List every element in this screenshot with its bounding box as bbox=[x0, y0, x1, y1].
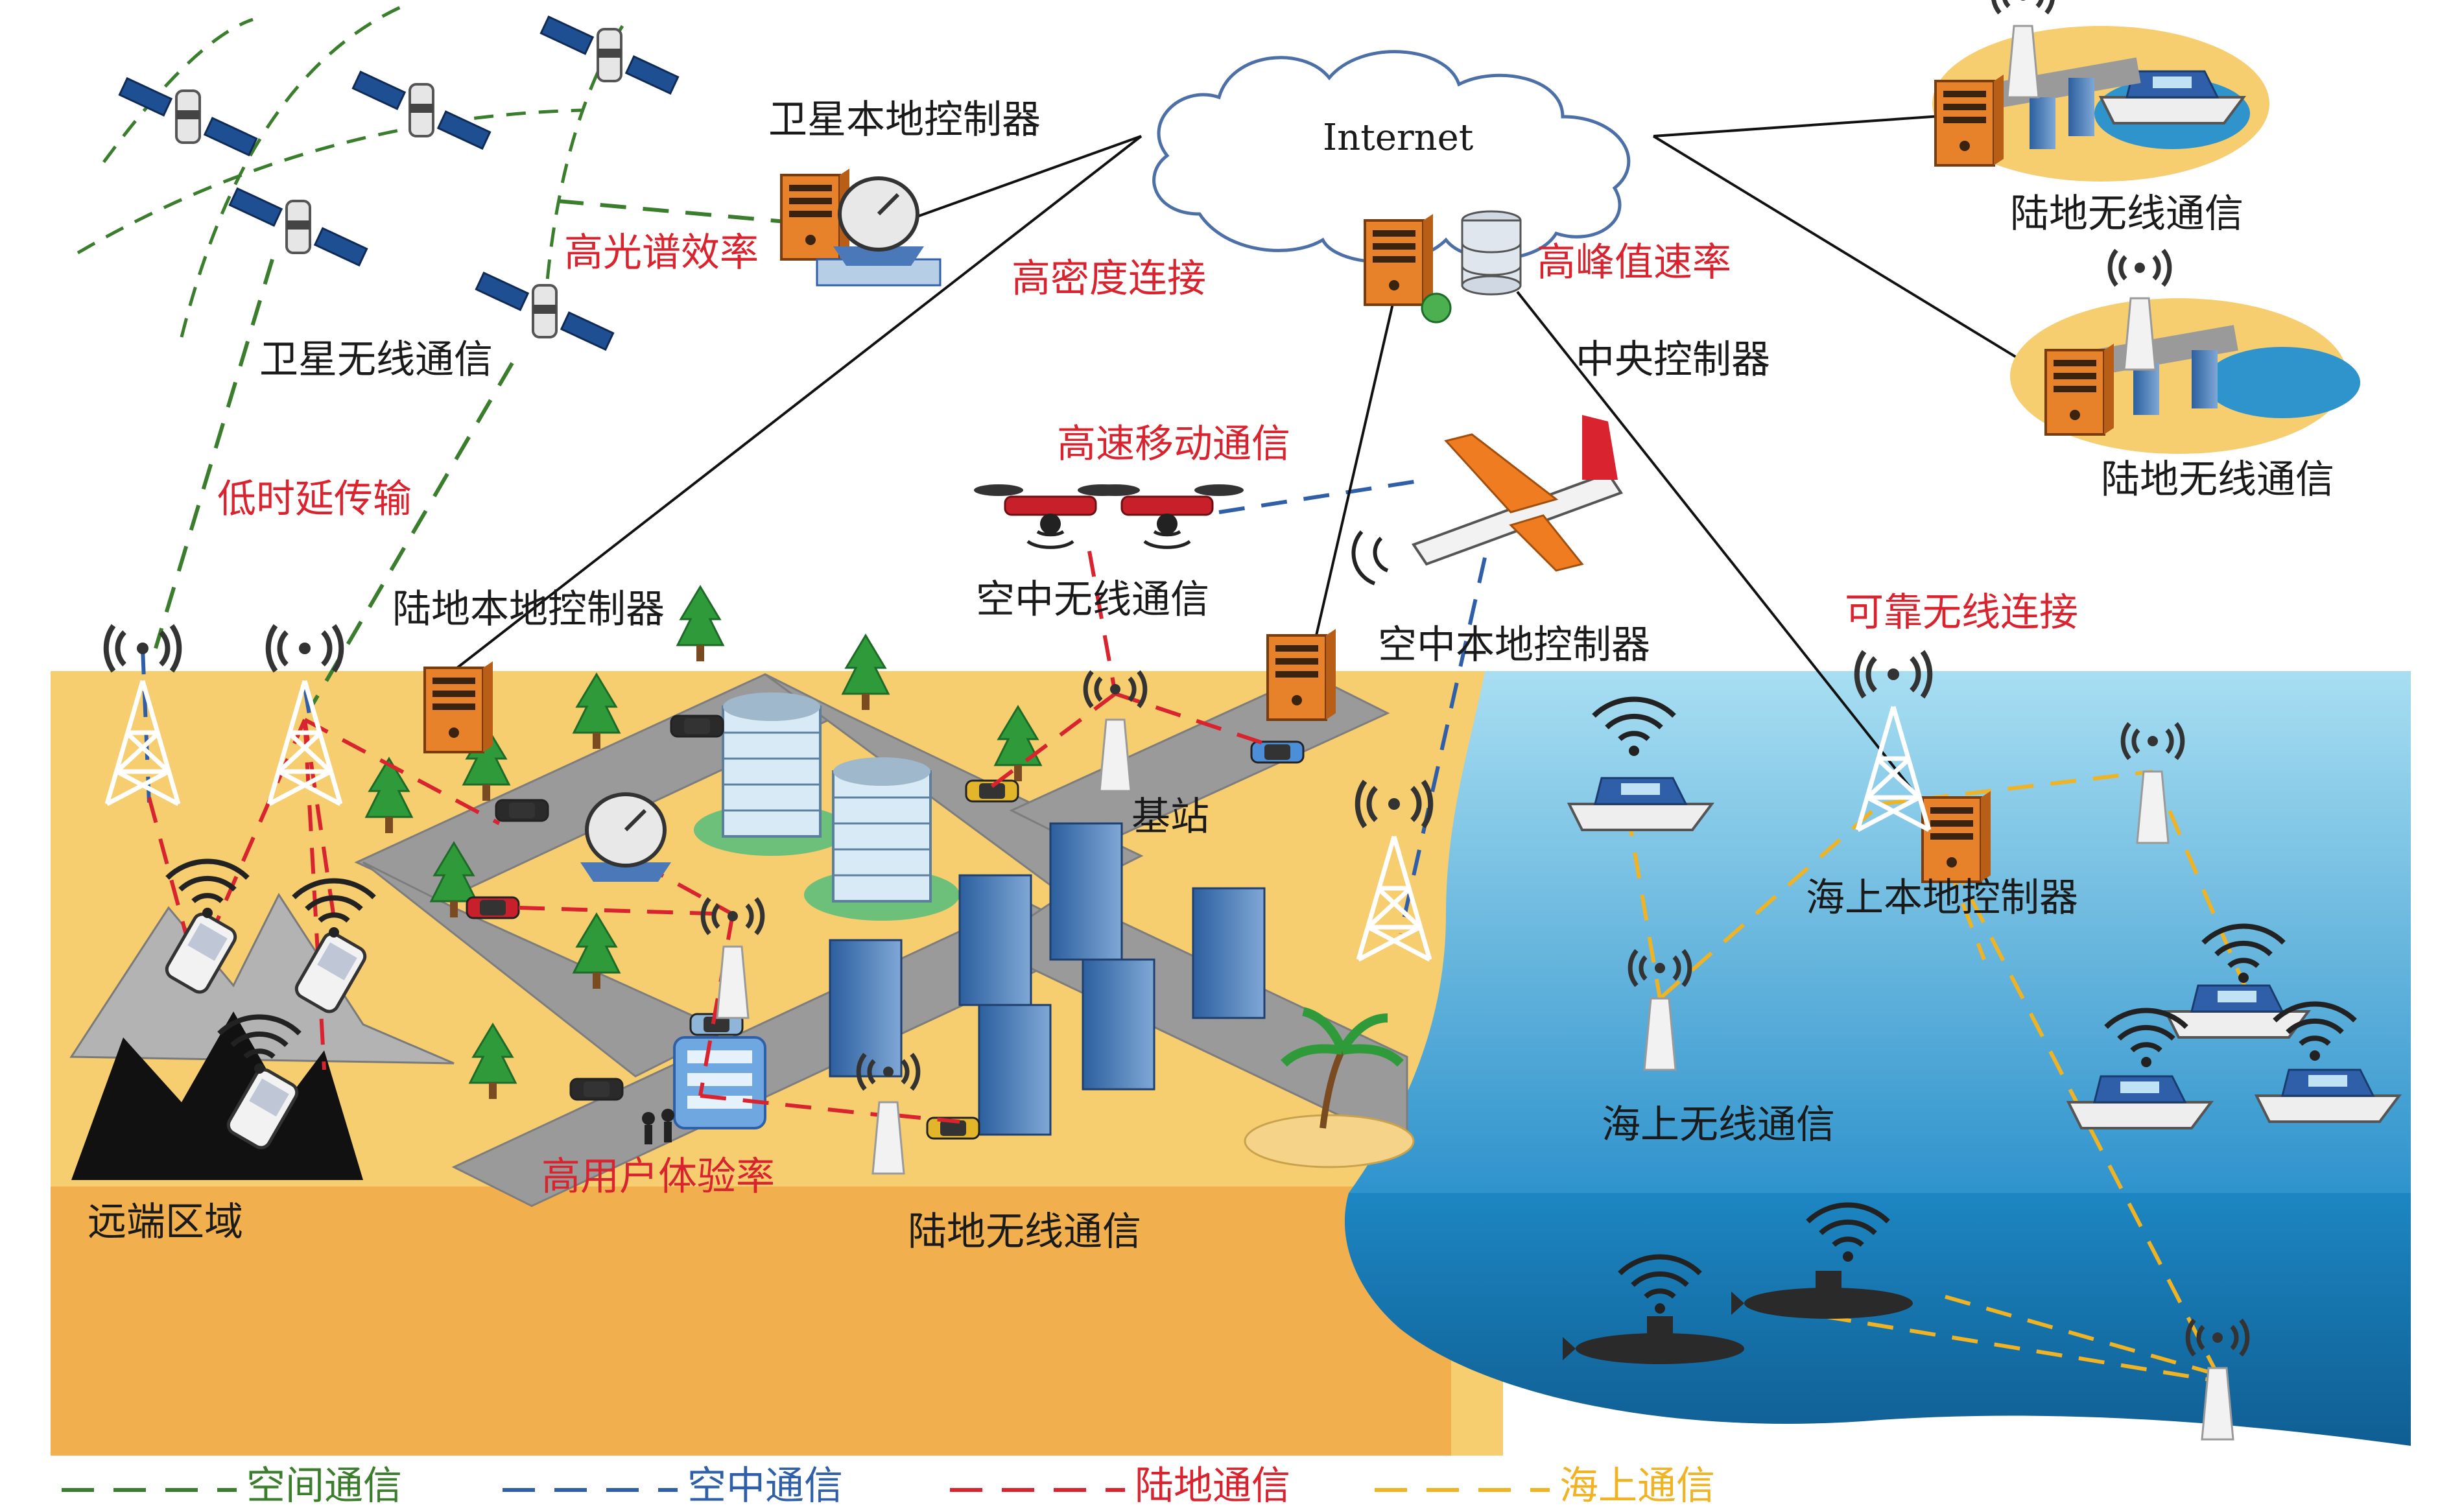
land-region-bottom-icon bbox=[2010, 250, 2360, 454]
central-controller-icon bbox=[1364, 210, 1522, 324]
base-station-label: 基站 bbox=[1131, 794, 1209, 840]
legend-label-air: 空中通信 bbox=[687, 1463, 843, 1509]
legend-line-air bbox=[503, 1488, 678, 1492]
legend-label-sea: 海上通信 bbox=[1559, 1463, 1715, 1509]
land-wireless-label-top2: 陆地无线通信 bbox=[2101, 457, 2334, 502]
satellites bbox=[118, 15, 680, 351]
mountains bbox=[69, 892, 455, 1180]
people-icon bbox=[642, 1109, 674, 1144]
sea-wireless-label: 海上无线通信 bbox=[1602, 1102, 1835, 1148]
satellite-controller-label: 卫星本地控制器 bbox=[768, 97, 1041, 143]
high-density-label: 高密度连接 bbox=[1012, 256, 1206, 301]
internet-label: Internet bbox=[1323, 117, 1474, 159]
high-speed-mobile-label: 高速移动通信 bbox=[1057, 421, 1290, 467]
sea-local-controller-label: 海上本地控制器 bbox=[1806, 875, 2078, 921]
high-spectral-label: 高光谱效率 bbox=[564, 230, 759, 276]
legend-label-space: 空间通信 bbox=[246, 1463, 402, 1509]
satellite-wireless-label: 卫星无线通信 bbox=[259, 337, 493, 383]
high-user-exp-label: 高用户体验率 bbox=[541, 1154, 775, 1199]
high-peak-label: 高峰值速率 bbox=[1537, 240, 1731, 285]
remote-area-label: 远端区域 bbox=[88, 1199, 243, 1245]
backbone-links bbox=[456, 112, 2070, 825]
legend-label-land: 陆地通信 bbox=[1135, 1463, 1290, 1509]
drones bbox=[973, 483, 1245, 549]
dish-icon bbox=[580, 794, 671, 882]
land-local-controller-icon bbox=[423, 660, 494, 753]
reliable-label: 可靠无线连接 bbox=[1845, 590, 2078, 635]
land-local-controller-label: 陆地本地控制器 bbox=[392, 587, 665, 632]
land-wireless-label-bottom: 陆地无线通信 bbox=[908, 1209, 1141, 1255]
air-local-controller-label: 空中本地控制器 bbox=[1378, 622, 1650, 668]
buildings bbox=[673, 692, 1266, 1136]
airplane-icon bbox=[1351, 415, 1624, 585]
air-wireless-label: 空中无线通信 bbox=[976, 577, 1209, 622]
legend-line-space bbox=[62, 1488, 237, 1492]
air-links bbox=[141, 478, 1487, 934]
satellite-controller-icon bbox=[780, 167, 941, 287]
air-local-controller-icon bbox=[1266, 628, 1337, 721]
legend-line-land bbox=[950, 1488, 1125, 1492]
low-latency-label: 低时延传输 bbox=[217, 477, 412, 522]
central-controller-label: 中央控制器 bbox=[1576, 337, 1770, 383]
land-wireless-label-top1: 陆地无线通信 bbox=[2010, 191, 2244, 237]
land-region-top-icon bbox=[1932, 0, 2269, 182]
island-icon bbox=[1244, 1007, 1415, 1168]
sea-local-controller-icon bbox=[1921, 790, 1992, 883]
legend-line-sea bbox=[1375, 1488, 1550, 1492]
